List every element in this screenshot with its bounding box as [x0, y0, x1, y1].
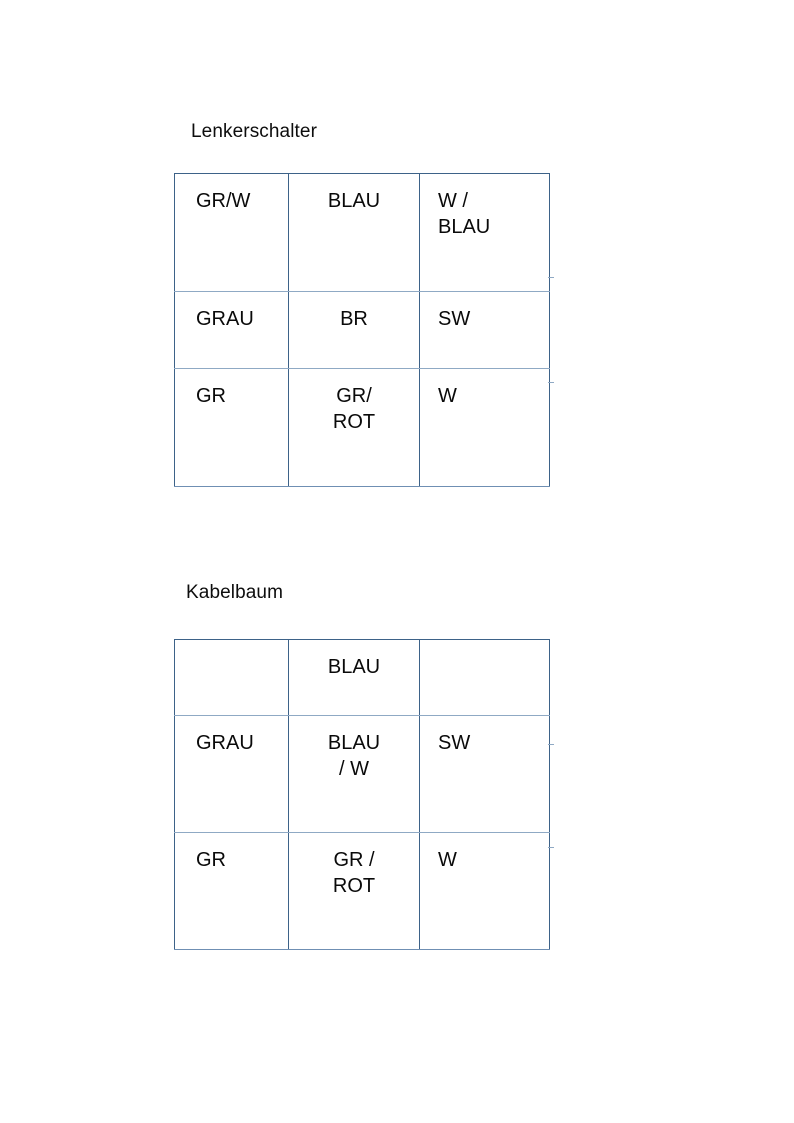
- wire-color-table-kabelbaum: BLAU GRAU BLAU / W SW GR GR / ROT W: [174, 638, 550, 950]
- table-cell: GRAU: [174, 715, 289, 834]
- table-cell: W: [419, 368, 550, 487]
- wire-color-table-lenkerschalter: GR/W BLAU W / BLAU GRAU BR SW GR GR/ ROT…: [174, 173, 550, 487]
- table-cell: GRAU: [174, 290, 289, 370]
- table-row: GR/W BLAU W / BLAU: [174, 173, 550, 292]
- table-row: GR GR/ ROT W: [174, 368, 550, 487]
- table-row: BLAU: [174, 638, 550, 717]
- table-cell: GR: [174, 368, 289, 487]
- table-cell: BLAU: [288, 173, 420, 292]
- table-cell: BR: [288, 290, 420, 370]
- table-cell: GR/W: [174, 173, 289, 292]
- table-row: GRAU BLAU / W SW: [174, 715, 550, 834]
- table-cell: GR / ROT: [288, 832, 420, 950]
- table-cell: BLAU / W: [288, 715, 420, 834]
- row-divider-overshoot: [548, 277, 554, 279]
- table-cell: BLAU: [288, 638, 420, 717]
- section-title-lenkerschalter: Lenkerschalter: [191, 121, 318, 142]
- table-cell-empty: [419, 638, 550, 717]
- table-cell: SW: [419, 715, 550, 834]
- table-cell: W / BLAU: [419, 173, 550, 292]
- table-cell: GR/ ROT: [288, 368, 420, 487]
- table-cell: SW: [419, 290, 550, 370]
- table-cell: W: [419, 832, 550, 950]
- section-title-kabelbaum: Kabelbaum: [186, 582, 284, 603]
- table-cell: GR: [174, 832, 289, 950]
- row-divider-overshoot: [548, 744, 554, 746]
- row-divider-overshoot: [548, 847, 554, 849]
- table-row: GRAU BR SW: [174, 290, 550, 370]
- table-row: GR GR / ROT W: [174, 832, 550, 950]
- table-cell-empty: [174, 638, 289, 717]
- row-divider-overshoot: [548, 382, 554, 384]
